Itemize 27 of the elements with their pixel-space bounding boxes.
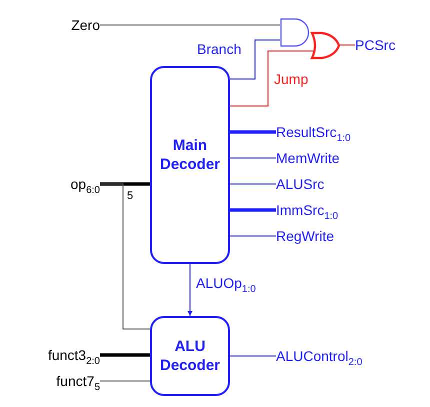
signal-label: op$_{6:0}$ [40, 175, 100, 193]
or-gate-symbol [310, 32, 340, 59]
signal-wire [230, 208, 276, 212]
block-title: ALU Decoder [158, 337, 222, 375]
signal-wire [100, 380, 150, 382]
signal-wire [100, 24, 280, 26]
signal-label: ALUSrc [276, 175, 396, 193]
signal-label: Zero [40, 16, 100, 34]
signal-label: MemWrite [276, 149, 396, 167]
signal-wire [340, 44, 356, 46]
signal-label: ALUControl$_{2:0}$ [276, 347, 416, 365]
signal-wire [100, 184, 150, 330]
signal-label: ImmSrc$_{1:0}$ [276, 201, 396, 219]
signal-label: funct7$_{5}$ [10, 372, 100, 390]
signal-label: PCSrc [355, 36, 415, 54]
signal-label: RegWrite [276, 227, 396, 245]
bus-width-label: 5 [127, 189, 134, 204]
signal-label: ResultSrc$_{1:0}$ [276, 123, 396, 141]
signal-wire [230, 40, 280, 80]
signal-wire [100, 182, 150, 186]
signal-label: funct3$_{2:0}$ [10, 346, 100, 364]
signal-wire [100, 353, 150, 357]
decoder-block [150, 316, 230, 396]
signal-wire [230, 130, 276, 134]
decoder-block [150, 66, 230, 264]
arrow [188, 264, 192, 316]
block-title: Main Decoder [158, 136, 222, 175]
